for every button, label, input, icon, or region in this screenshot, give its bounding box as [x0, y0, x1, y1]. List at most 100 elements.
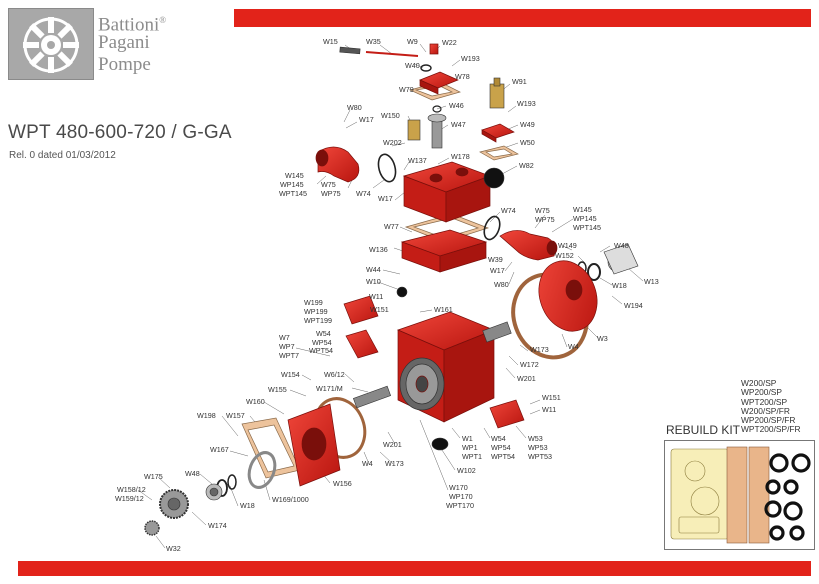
part-label-w151: W151 [542, 393, 561, 402]
part-label-w11: W11 [542, 405, 556, 414]
part-label-w77: W77 [384, 222, 399, 231]
part-label-w6-12: W6/12 [324, 370, 345, 379]
part-label-wp1: WP1 [462, 443, 478, 452]
part-label-wpt145: WPT145 [573, 223, 601, 232]
brand-logo [8, 8, 94, 80]
part-label-w75: W75 [321, 180, 336, 189]
part-label-wp145: WP145 [573, 214, 597, 223]
part-label-w157: W157 [226, 411, 245, 420]
part-label-w102: W102 [457, 466, 476, 475]
part-label-w198: W198 [197, 411, 216, 420]
part-label-w152: W152 [555, 251, 574, 260]
part-label-w154: W154 [281, 370, 300, 379]
part-label-w3: W3 [597, 334, 608, 343]
part-label-w22: W22 [442, 38, 457, 47]
part-label-wpt7: WPT7 [279, 351, 299, 360]
part-label-w35: W35 [366, 37, 381, 46]
part-label-wpt145: WPT145 [279, 189, 307, 198]
part-label-w178: W178 [451, 152, 470, 161]
part-label-wp53: WP53 [528, 443, 548, 452]
part-label-wp145: WP145 [280, 180, 304, 189]
part-label-wpt1: WPT1 [462, 452, 482, 461]
part-label-w149: W149 [558, 241, 577, 250]
part-label-wp7: WP7 [279, 342, 295, 351]
part-label-wp170: WP170 [449, 492, 473, 501]
revision-note: Rel. 0 dated 01/03/2012 [9, 150, 116, 161]
part-label-w11: W11 [369, 292, 383, 301]
part-label-w159-12: W159/12 [115, 494, 144, 503]
part-label-w160: W160 [246, 397, 265, 406]
part-label-wp75: WP75 [321, 189, 341, 198]
part-label-w74: W74 [356, 189, 371, 198]
part-label-w18: W18 [612, 281, 627, 290]
part-label-w32: W32 [166, 544, 181, 553]
part-label-w173: W173 [530, 345, 549, 354]
part-label-w161: W161 [434, 305, 453, 314]
part-label-w194: W194 [624, 301, 643, 310]
part-label-w46: W46 [449, 101, 464, 110]
part-label-w79: W79 [399, 85, 414, 94]
header-red-bar [234, 9, 811, 27]
kit-code: WPT200/SP [741, 396, 788, 407]
part-label-w10: W10 [366, 277, 381, 286]
part-label-w18: W18 [240, 501, 255, 510]
kit-code: WP200/SP [741, 387, 782, 398]
part-label-w170: W170 [449, 483, 468, 492]
part-label-wpt54: WPT54 [309, 346, 333, 355]
part-label-w145: W145 [573, 205, 592, 214]
part-label-w39: W39 [488, 255, 503, 264]
part-label-w150: W150 [381, 111, 400, 120]
brand-name-line3: Pompe [98, 54, 151, 75]
part-label-w48: W48 [185, 469, 200, 478]
part-label-w136: W136 [369, 245, 388, 254]
part-label-w78: W78 [455, 72, 470, 81]
rebuild-kit-title: REBUILD KIT [666, 423, 741, 437]
part-label-w54: W54 [316, 329, 331, 338]
part-label-wpt53: WPT53 [528, 452, 552, 461]
o-rings [216, 64, 601, 497]
part-label-w91: W91 [512, 77, 527, 86]
red-components [287, 43, 598, 487]
part-label-w75: W75 [535, 206, 550, 215]
kit-code: WPT200/SP/FR [741, 424, 801, 435]
part-label-w171-m: W171/M [316, 384, 343, 393]
kit-code: W200/SP [741, 378, 777, 388]
part-label-w4: W4 [568, 342, 579, 351]
part-label-w48: W48 [614, 241, 629, 250]
part-label-w74: W74 [501, 206, 516, 215]
part-label-w1: W1 [462, 434, 473, 443]
leader-lines [137, 43, 644, 549]
part-label-wpt54: WPT54 [491, 452, 515, 461]
part-label-w50: W50 [520, 138, 535, 147]
part-label-w201: W201 [383, 440, 402, 449]
part-label-w47: W47 [451, 120, 466, 129]
kit-code: WP200/SP/FR [741, 415, 796, 426]
rebuild-kit-codes: W200/SP WP200/SP WPT200/SP W200/SP/FR WP… [741, 378, 801, 435]
part-label-w172: W172 [520, 360, 539, 369]
part-label-w174: W174 [208, 521, 227, 530]
part-label-w9: W9 [407, 37, 418, 46]
part-label-w82: W82 [519, 161, 534, 170]
brand-name-line1: Battioni® [98, 14, 167, 36]
part-label-wp199: WP199 [304, 307, 328, 316]
part-label-w201: W201 [517, 374, 536, 383]
part-label-w53: W53 [528, 434, 543, 443]
part-label-w175: W175 [144, 472, 163, 481]
part-label-wp54: WP54 [491, 443, 511, 452]
part-label-wp75: WP75 [535, 215, 555, 224]
part-label-w202: W202 [383, 138, 402, 147]
kit-code: W200/SP/FR [741, 405, 790, 416]
part-label-w49: W49 [520, 120, 535, 129]
part-label-w173: W173 [385, 459, 404, 468]
metal-components [144, 46, 639, 536]
part-label-w145: W145 [285, 171, 304, 180]
part-label-w80: W80 [494, 280, 509, 289]
part-label-w169-1000: W169/1000 [272, 495, 309, 504]
part-label-w15: W15 [323, 37, 338, 46]
part-label-wp54: WP54 [312, 338, 332, 347]
part-label-w158-12: W158/12 [117, 485, 146, 494]
part-label-w17: W17 [490, 266, 505, 275]
part-label-w199: W199 [304, 298, 323, 307]
